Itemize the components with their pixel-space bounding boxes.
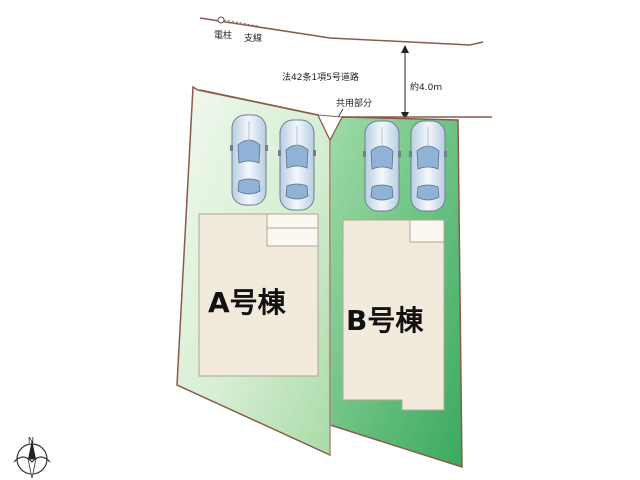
shared-area-label: 共用部分 — [336, 97, 372, 109]
car-a-1 — [229, 114, 269, 206]
car-b-2 — [408, 120, 448, 212]
road-label: 法42条1項5号道路 — [282, 71, 359, 83]
road-north-edge — [199, 17, 484, 46]
building-a-label: A号棟 — [208, 286, 287, 319]
building-b-label: B号棟 — [346, 304, 424, 337]
guy-wire-label: 支線 — [244, 32, 262, 44]
building-a-balcony — [266, 213, 319, 247]
building-b-balcony — [409, 219, 445, 243]
utility-pole-icon — [217, 16, 225, 24]
road-south-edge — [199, 89, 492, 118]
car-a-2 — [277, 119, 317, 211]
guy-wire-line — [223, 19, 259, 27]
north-compass-icon: N — [13, 436, 51, 479]
shared-area — [317, 114, 343, 142]
car-b-1 — [362, 120, 402, 212]
dimension-arrow-bottom — [401, 112, 409, 120]
dimension-arrow-top — [401, 45, 409, 53]
road-width-label: 約4.0m — [410, 81, 442, 93]
pole-label: 電柱 — [214, 29, 232, 41]
compass-north-label: N — [28, 436, 34, 445]
